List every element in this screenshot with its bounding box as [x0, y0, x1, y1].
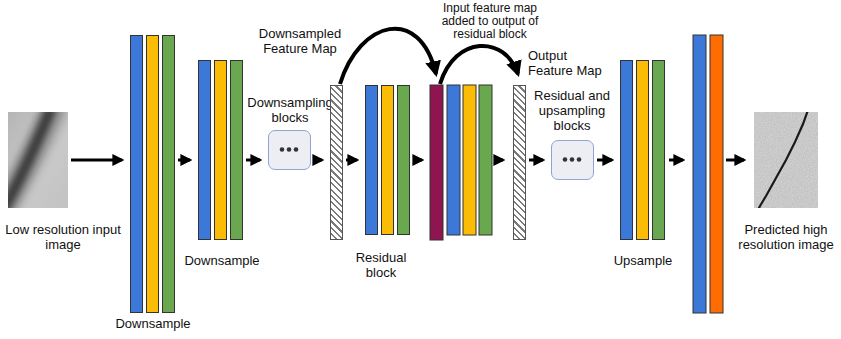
flow-arrow — [597, 159, 612, 162]
layer-bar — [214, 60, 227, 240]
skip-arrow — [440, 46, 518, 84]
image-node: Low resolution input image — [4, 108, 122, 258]
layer-bar — [146, 35, 159, 313]
sharp-crack — [757, 112, 808, 208]
final-stack — [693, 35, 723, 313]
layer-stack: Upsample — [603, 58, 683, 280]
layer-bar — [479, 85, 492, 235]
image-frame — [8, 112, 68, 208]
layer-stack: Residual block — [346, 83, 416, 283]
node-label: Upsample — [603, 253, 683, 268]
layer-bar — [130, 35, 143, 313]
layer-bar — [447, 85, 460, 235]
hatched-bar — [330, 85, 343, 240]
skip-arrow — [340, 29, 436, 84]
ellipsis-dot — [287, 147, 292, 152]
layer-bar — [710, 35, 723, 313]
ellipsis-box — [551, 140, 594, 180]
layer-bar — [636, 60, 649, 240]
flow-arrow — [346, 159, 357, 162]
layer-stack-shape — [365, 85, 410, 235]
image-frame — [754, 112, 818, 208]
ellipsis-dot — [563, 157, 568, 162]
ellipsis-box — [268, 130, 311, 170]
flow-arrow — [495, 159, 503, 162]
node-label: Downsample — [180, 253, 264, 268]
flow-arrow — [71, 159, 122, 162]
layer-bar — [381, 85, 394, 235]
low-res-image — [8, 112, 68, 208]
layer-bar — [620, 60, 633, 240]
flow-arrow — [246, 159, 260, 162]
ellipsis-block: Downsampling blocks — [244, 93, 336, 183]
node-label: Output Feature Map — [528, 48, 605, 78]
layer-bar — [463, 85, 476, 235]
layer-bar — [693, 35, 706, 313]
hatched-bar — [513, 85, 526, 240]
blurred-band — [8, 112, 58, 208]
layer-bar — [365, 85, 378, 235]
ellipsis-block: Residual and upsampling blocks — [530, 86, 614, 182]
layer-bar — [652, 60, 665, 240]
layer-stack-shape — [198, 60, 243, 240]
node-label: Downsample — [110, 316, 196, 331]
flow-arrow — [314, 159, 322, 162]
ellipsis-symbol — [552, 141, 592, 178]
ellipsis-dot — [577, 157, 582, 162]
flow-arrow — [529, 159, 543, 162]
flow-arrow — [178, 159, 190, 162]
ellipsis-dot — [280, 147, 285, 152]
blurred-crack — [8, 112, 52, 208]
ellipsis-symbol — [269, 131, 309, 168]
layer-bar — [162, 35, 175, 313]
node-label: Low resolution input image — [4, 222, 122, 252]
layer-stack: Downsample — [110, 33, 196, 336]
node-label: Downsampling blocks — [244, 95, 336, 125]
flow-arrow — [726, 159, 744, 162]
ellipsis-dot — [294, 147, 299, 152]
image-node: Predicted high resolution image — [736, 108, 836, 258]
annotation-label: Input feature map added to output of res… — [434, 2, 546, 41]
high-res-image — [754, 112, 818, 208]
ellipsis-dot — [570, 157, 575, 162]
residual-output-stack — [430, 85, 492, 240]
node-label: Predicted high resolution image — [736, 222, 836, 252]
addition-bar — [430, 85, 443, 240]
layer-stack-shape — [130, 35, 175, 313]
flow-arrow — [413, 159, 422, 162]
node-label: Downsampled Feature Map — [255, 26, 345, 56]
layer-bar — [230, 60, 243, 240]
feature-map: Downsampled Feature Map — [255, 24, 345, 242]
node-label: Residual block — [346, 250, 416, 280]
layer-bar — [397, 85, 410, 235]
layer-stack-shape — [620, 60, 665, 240]
layer-bar — [198, 60, 211, 240]
flow-arrow — [669, 159, 683, 162]
node-label: Residual and upsampling blocks — [530, 88, 614, 133]
layer-stack: Downsample — [180, 58, 264, 280]
